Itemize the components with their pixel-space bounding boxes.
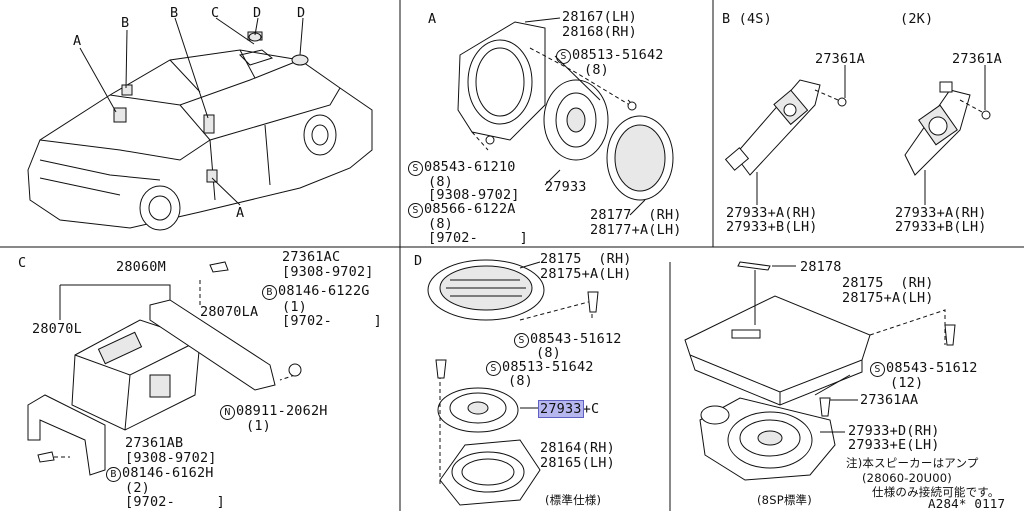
callout-c: C xyxy=(211,5,220,21)
panel-d-parts xyxy=(427,259,599,506)
panel-d-footnote: (標準仕様) xyxy=(545,493,602,507)
part-27933-e: 27933+E(LH) xyxy=(848,437,940,453)
part-28175-lh-d: 28175+A(LH) xyxy=(540,266,632,282)
panel-b-title-2k: (2K) xyxy=(900,11,934,27)
panel-c-title: C xyxy=(18,255,27,271)
part-27933-a: 27933 xyxy=(545,179,587,195)
s-symbol: S xyxy=(514,333,529,348)
b-symbol: B xyxy=(262,285,277,300)
part-28175-lh-e: 28175+A(LH) xyxy=(842,290,934,306)
panel-b-title: B (4S) xyxy=(722,11,772,27)
part-28165: 28165(LH) xyxy=(540,455,615,471)
screw-08543-51612-d-qty: (8) xyxy=(536,345,561,361)
diagram-code: A284* 0117 xyxy=(928,496,1006,511)
part-28177-lh: 28177+A(LH) xyxy=(590,222,682,238)
part-27933-b-lh-4s: 27933+B(LH) xyxy=(726,219,818,235)
s-symbol: S xyxy=(556,49,571,64)
screw-08513-a-qty: (8) xyxy=(584,62,609,78)
screw-08543-51612-e-qty: (12) xyxy=(890,375,924,391)
bolt-08146-6122g-date: [9702- ] xyxy=(282,313,382,329)
part-28175-rh-d: 28175 (RH) xyxy=(540,251,632,267)
part-27361ac-date: [9308-9702] xyxy=(282,264,374,280)
panel-e-footnote: (8SP標準) xyxy=(757,493,812,507)
panel-c-parts xyxy=(27,261,302,476)
part-28178: 28178 xyxy=(800,259,842,275)
callout-b-right: B xyxy=(170,5,179,21)
part-27361aa: 27361AA xyxy=(860,392,919,408)
s-symbol: S xyxy=(408,161,423,176)
note-line-1: 注)本スピーカーはアンプ xyxy=(846,456,979,470)
screw-08543-61210-date: [9308-9702] xyxy=(428,187,520,203)
part-27933-d: 27933+D(RH) xyxy=(848,423,940,439)
bolt-08146-6162h-qty: (2) xyxy=(125,480,150,496)
s-symbol: S xyxy=(870,362,885,377)
part-27361a-4s: 27361A xyxy=(815,51,865,67)
screw-08543-61210-qty: (8) xyxy=(428,174,453,190)
note-line-2: (28060-20U00) xyxy=(862,471,952,485)
part-27933-c[interactable]: 27933+C xyxy=(538,400,600,418)
part-27361ab-date: [9308-9702] xyxy=(125,450,217,466)
n-symbol: N xyxy=(220,405,235,420)
nut-08911-2062h-qty: (1) xyxy=(246,418,271,434)
s-symbol: S xyxy=(486,361,501,376)
panel-a-title: A xyxy=(428,11,437,27)
callout-b-left: B xyxy=(121,15,130,31)
part-28168: 28168(RH) xyxy=(562,24,637,40)
part-28060m: 28060M xyxy=(116,259,166,275)
part-28177-rh: 28177 (RH) xyxy=(590,207,682,223)
panel-d-title: D xyxy=(414,253,423,269)
s-symbol: S xyxy=(408,203,423,218)
panel-e-parts xyxy=(684,261,956,481)
screw-08566-6122a-qty: (8) xyxy=(428,216,453,232)
callout-a-lower: A xyxy=(236,205,245,221)
b-symbol: B xyxy=(106,467,121,482)
callout-d-right: D xyxy=(297,5,306,21)
car-illustration xyxy=(27,17,373,231)
panel-a-parts xyxy=(457,17,674,216)
part-27933-a-rh-4s: 27933+A(RH) xyxy=(726,205,818,221)
part-27933-b-lh-2k: 27933+B(LH) xyxy=(895,219,987,235)
part-27361a-2k: 27361A xyxy=(952,51,1002,67)
note-line-3: 仕様のみ接続可能です。 xyxy=(872,485,1000,499)
callout-d-left: D xyxy=(253,5,262,21)
part-28167: 28167(LH) xyxy=(562,9,637,25)
panel-b-parts xyxy=(724,65,991,205)
bolt-08146-6122g-qty: (1) xyxy=(282,299,307,315)
part-28070la: 28070LA xyxy=(200,304,259,320)
screw-08513-51642-d-qty: (8) xyxy=(508,373,533,389)
bolt-08146-6162h-date: [9702- ] xyxy=(125,494,225,510)
part-28070l: 28070L xyxy=(32,321,82,337)
screw-08566-6122a-date: [9702- ] xyxy=(428,230,528,246)
part-28164: 28164(RH) xyxy=(540,440,615,456)
callout-a-upper: A xyxy=(73,33,82,49)
part-27933-a-rh-2k: 27933+A(RH) xyxy=(895,205,987,221)
part-27361ab: 27361AB xyxy=(125,435,184,451)
part-27933-highlight[interactable]: 27933 xyxy=(538,400,584,418)
part-28175-rh-e: 28175 (RH) xyxy=(842,275,934,291)
part-27361ac: 27361AC xyxy=(282,249,341,265)
